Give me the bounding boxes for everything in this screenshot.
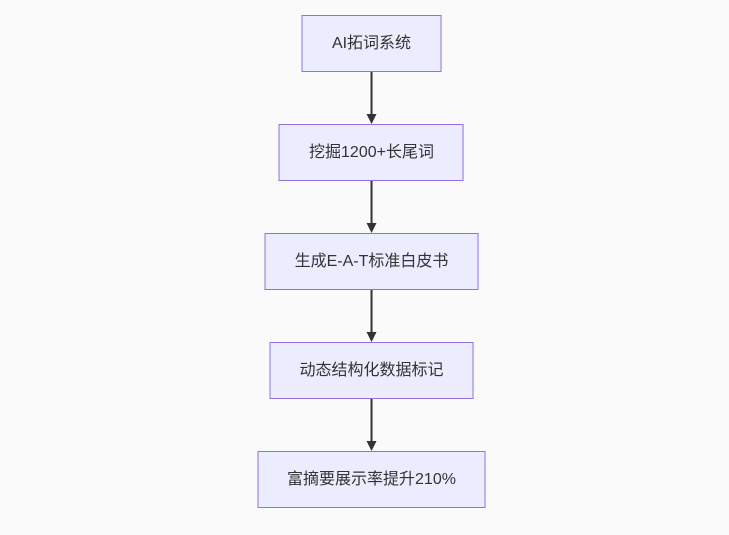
flow-node-3: 生成E-A-T标准白皮书 <box>264 233 479 290</box>
flow-node-2-label: 挖掘1200+长尾词 <box>309 143 434 161</box>
flowchart: AI拓词系统 挖掘1200+长尾词 生成E-A-T标准白皮书 动态结构化数据标记 <box>257 15 486 508</box>
flow-node-1: AI拓词系统 <box>301 15 442 72</box>
flow-node-1-label: AI拓词系统 <box>331 34 412 52</box>
flow-node-3-label: 生成E-A-T标准白皮书 <box>294 252 449 270</box>
flow-arrow-1 <box>366 72 378 124</box>
down-arrow-connector <box>366 181 377 233</box>
down-arrow-connector <box>366 399 377 451</box>
flow-node-2: 挖掘1200+长尾词 <box>279 124 464 181</box>
flow-node-4-label: 动态结构化数据标记 <box>299 361 444 379</box>
flow-node-4: 动态结构化数据标记 <box>269 342 474 399</box>
down-arrow-connector <box>366 72 377 124</box>
flow-node-5-label: 富摘要展示率提升210% <box>287 470 456 488</box>
flow-arrow-3 <box>366 290 378 342</box>
flow-arrow-4 <box>366 399 378 451</box>
flow-node-5: 富摘要展示率提升210% <box>257 451 486 508</box>
down-arrow-connector <box>366 290 377 342</box>
flow-arrow-2 <box>366 181 378 233</box>
